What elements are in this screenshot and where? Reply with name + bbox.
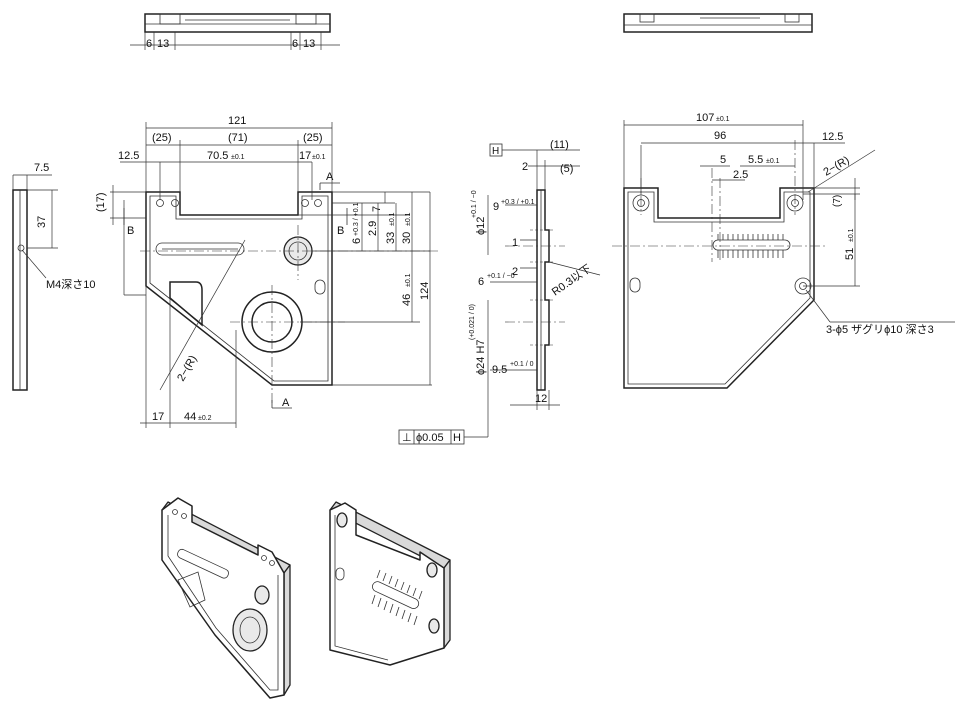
dim-46: 46	[401, 294, 413, 306]
dim-124: 124	[419, 282, 431, 300]
tol-phi12: +0.1 / −0	[471, 190, 478, 218]
dim-44: 44	[184, 411, 196, 423]
gdt-symbol: ⊥	[402, 432, 412, 444]
top-dim-6-left: 6	[146, 38, 152, 50]
iso-rack-teeth	[371, 569, 423, 626]
dim-96: 96	[714, 130, 726, 142]
side-dim-37: 37	[36, 216, 48, 228]
tol-17-top: ±0.1	[312, 154, 326, 161]
tol-46: ±0.1	[405, 273, 412, 287]
tol-6-section: +0.1 / −0	[487, 273, 515, 280]
dim-6-section: 6	[478, 276, 484, 288]
iso-rear-plate	[329, 502, 445, 666]
tol-9-5: +0.1 / 0	[510, 361, 534, 368]
rack-teeth	[717, 234, 784, 258]
tol-51: ±0.1	[848, 228, 855, 242]
section-profile	[536, 189, 550, 391]
dim-121: 121	[228, 115, 246, 127]
dim-17-paren: (17)	[95, 192, 107, 212]
dim-7-rear: (7)	[832, 195, 843, 207]
tol-6-front: +0.3 / +0.1	[353, 202, 360, 236]
section-a-top: A	[326, 171, 334, 183]
dim-6-front: 6	[351, 238, 363, 244]
dim-17-top: 17	[299, 150, 311, 162]
gdt-datum: H	[453, 432, 461, 444]
dim-70-5: 70.5	[207, 150, 228, 162]
dim-30: 30	[401, 232, 413, 244]
rear-plate-outline	[623, 187, 815, 389]
radius-note-front: 2−(R)	[175, 353, 199, 383]
front-view: 121 (25) (71) (25) 12.5 70.5 ±0.1 17 ±0.…	[95, 115, 440, 428]
top-dim-13-left: 13	[157, 38, 169, 50]
tol-107: ±0.1	[716, 116, 730, 123]
dim-12-section: 12	[535, 393, 547, 405]
dim-25-right: (25)	[303, 132, 323, 144]
dim-2-section: 2	[522, 161, 528, 173]
datum-h: H	[492, 146, 499, 157]
gdt-tolerance: ϕ0.05	[416, 432, 444, 444]
radius-note-rear: 2−(R)	[822, 154, 852, 178]
iso-view-front	[161, 497, 291, 699]
side-dim-7-5: 7.5	[34, 162, 49, 174]
section-a-bottom: A	[282, 397, 290, 409]
top-view-left: 6 13 6 13	[130, 13, 340, 50]
dim-2-5: 2.5	[733, 169, 748, 181]
thread-note: M4深さ10	[46, 278, 96, 291]
top-dim-13-right: 13	[303, 38, 315, 50]
dim-17-bottom: 17	[152, 411, 164, 423]
iso-view-rear	[329, 501, 451, 666]
tol-30: ±0.1	[405, 212, 412, 226]
dim-phi24: ϕ24 H7	[475, 339, 487, 375]
tol-9-section: +0.3 / +0.1	[501, 199, 535, 206]
rear-view: 107 ±0.1 96 12.5 5 5.5 ±0.1 2.5 2−(R) (7…	[612, 112, 955, 389]
tol-phi24: (+0.021 / 0)	[469, 304, 476, 340]
dim-9-section: 9	[493, 201, 499, 213]
section-b-right: B	[337, 225, 344, 237]
tol-70-5: ±0.1	[231, 154, 245, 161]
dim-12-5: 12.5	[118, 150, 139, 162]
dim-2-9: 2.9	[367, 221, 379, 236]
dim-1-section: 1	[512, 237, 518, 249]
dim-5-rear: 5	[720, 154, 726, 166]
dim-7-right: 7	[371, 206, 383, 212]
tol-33: ±0.1	[389, 212, 396, 226]
tol-5-5: ±0.1	[766, 158, 780, 165]
top-view-right	[623, 13, 813, 33]
dim-51: 51	[844, 248, 856, 260]
dim-71: (71)	[228, 132, 248, 144]
top-dim-6-right: 6	[292, 38, 298, 50]
dim-5-paren: (5)	[560, 163, 573, 175]
dim-107: 107	[696, 112, 714, 124]
tol-44: ±0.2	[198, 415, 212, 422]
side-view-left: 7.5 37 M4深さ10	[12, 162, 96, 391]
section-b-left: B	[127, 225, 134, 237]
dim-11-paren: (11)	[550, 139, 569, 151]
dim-33: 33	[385, 232, 397, 244]
dim-12-5-rear: 12.5	[822, 131, 843, 143]
dim-2b-section: 2	[512, 266, 518, 278]
dim-phi12: ϕ12	[475, 217, 487, 235]
dim-5-5: 5.5	[748, 154, 763, 166]
hole-note: 3-ϕ5 ザグリϕ10 深さ3	[826, 322, 934, 336]
dim-9-5: 9.5	[492, 364, 507, 376]
dim-25-left: (25)	[152, 132, 172, 144]
front-plate-outline	[145, 191, 333, 386]
